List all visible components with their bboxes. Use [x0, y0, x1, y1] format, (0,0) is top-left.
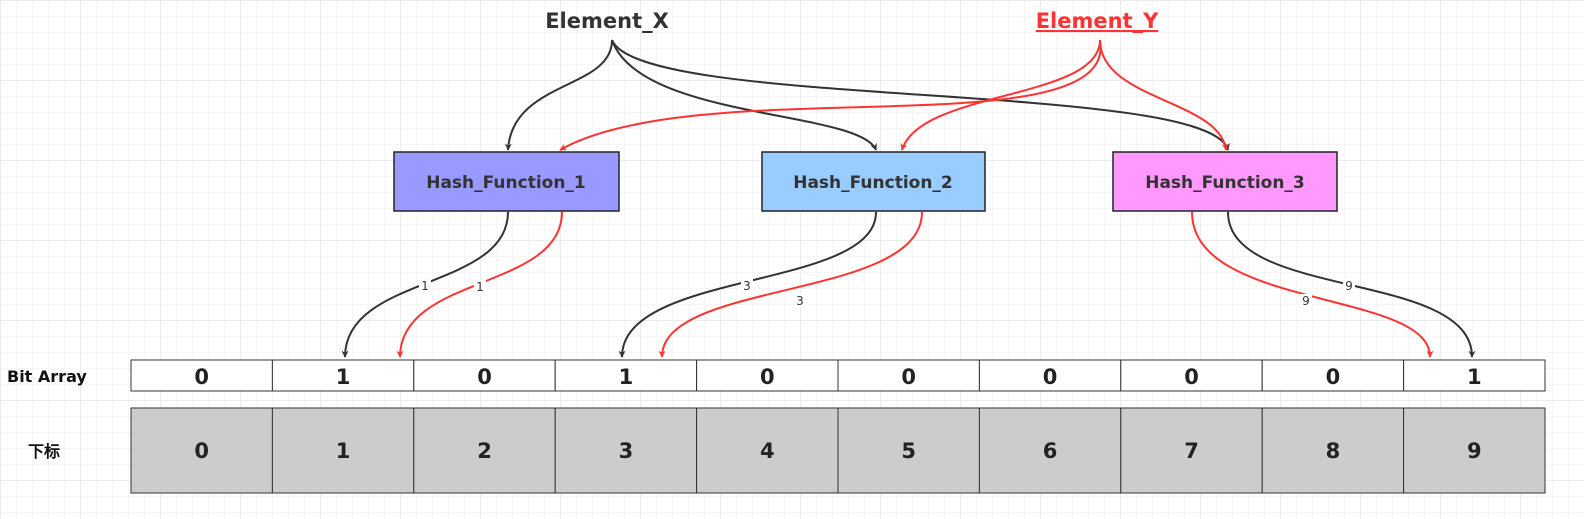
bit-value-5: 0	[901, 365, 916, 389]
edge-x-to-hash-3	[611, 39, 1230, 151]
index-cell-2	[413, 407, 556, 494]
index-cell-1	[271, 407, 415, 494]
bit-cell-2	[413, 359, 556, 392]
bit-value-9: 1	[1467, 365, 1482, 389]
bit-value-7: 0	[1184, 365, 1199, 389]
bit-cell-9	[1403, 359, 1546, 392]
bit-cell-1	[271, 359, 415, 392]
edge-label-hash-2-y: 3	[796, 294, 804, 308]
hash-function-1: Hash_Function_1	[393, 151, 620, 212]
edge-y-to-hash-2	[900, 39, 1101, 151]
edge-x-to-hash-1	[504, 39, 613, 151]
index-value-1: 1	[336, 439, 351, 463]
hash-function-3: Hash_Function_3	[1112, 151, 1338, 212]
edge-label-hash-1-y: 1	[476, 280, 484, 294]
hash-function-3-label: Hash_Function_3	[1145, 173, 1305, 193]
edge-hash-2-y-to-bit	[658, 211, 923, 358]
index-value-4: 4	[760, 439, 775, 463]
bit-cell-3	[554, 359, 698, 392]
index-value-0: 0	[194, 439, 209, 463]
index-value-8: 8	[1326, 439, 1341, 463]
index-cell-6	[978, 407, 1122, 494]
index-cell-3	[554, 407, 698, 494]
bit-cell-7	[1120, 359, 1263, 392]
edge-label-hash-3-y: 9	[1302, 294, 1310, 308]
element-x-label: Element_X	[545, 9, 669, 33]
index-value-7: 7	[1184, 439, 1199, 463]
index-value-9: 9	[1467, 439, 1482, 463]
index-cell-8	[1261, 407, 1405, 494]
bit-value-2: 0	[477, 365, 492, 389]
hash-function-1-label: Hash_Function_1	[426, 173, 586, 193]
edge-label-hash-2-x: 3	[743, 279, 751, 293]
index-cell-7	[1120, 407, 1263, 494]
index-value-3: 3	[619, 439, 634, 463]
edge-y-to-hash-1	[559, 39, 1102, 151]
bit-value-1: 1	[336, 365, 351, 389]
edge-label-hash-3-x: 9	[1345, 279, 1353, 293]
index-cell-0	[130, 407, 273, 494]
edge-hash-3-y-to-bit	[1191, 211, 1434, 358]
index-cell-9	[1403, 407, 1546, 494]
bit-cell-5	[837, 359, 980, 392]
index-value-2: 2	[477, 439, 492, 463]
edge-y-to-hash-3	[1099, 39, 1229, 151]
bit-array-label: Bit Array	[7, 367, 87, 386]
hash-function-2-label: Hash_Function_2	[793, 173, 953, 193]
index-cell-5	[837, 407, 980, 494]
bit-cell-6	[978, 359, 1122, 392]
hash-to-bit-edges	[341, 211, 1476, 358]
index-value-5: 5	[901, 439, 916, 463]
hash-function-2: Hash_Function_2	[761, 151, 986, 212]
bit-cell-4	[696, 359, 839, 392]
bit-value-0: 0	[194, 365, 209, 389]
edge-x-to-hash-2	[611, 39, 877, 151]
edge-label-hash-1-x: 1	[421, 279, 429, 293]
bit-cell-8	[1261, 359, 1405, 392]
bit-value-8: 0	[1326, 365, 1341, 389]
bit-value-3: 1	[619, 365, 634, 389]
element-y-label: Element_Y	[1036, 9, 1159, 33]
index-cell-4	[696, 407, 839, 494]
bit-value-4: 0	[760, 365, 775, 389]
element-y-edges	[559, 39, 1229, 151]
index-value-6: 6	[1043, 439, 1058, 463]
index-row: 0 1 2 3 4 5 6 7 8 9	[130, 407, 1546, 494]
bit-value-6: 0	[1043, 365, 1058, 389]
bit-array-row: 0 1 0 1 0 0 0 0 0 1	[130, 359, 1546, 392]
index-row-label: 下标	[28, 442, 60, 461]
edge-labels: 1 1 3 3 9 9	[419, 279, 1355, 308]
element-x-edges	[504, 39, 1230, 151]
